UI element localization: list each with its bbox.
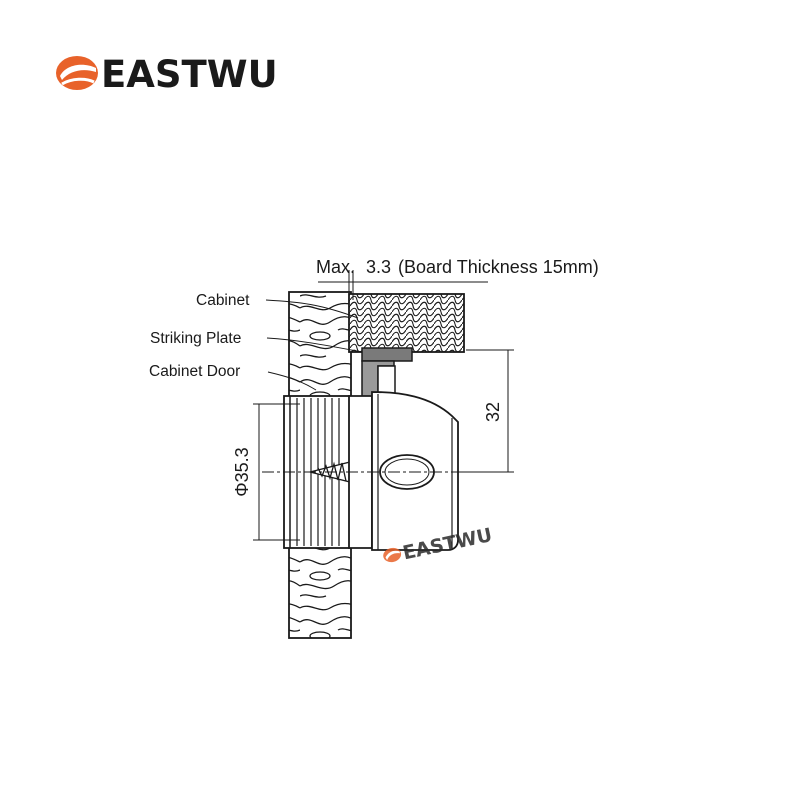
cabinet-board xyxy=(348,293,465,353)
dimension-board-note: (Board Thickness 15mm) xyxy=(398,257,599,277)
label-cabinet-door-text: Cabinet Door xyxy=(149,363,240,380)
dimension-diameter: Φ35.3 xyxy=(232,403,300,541)
brand-logo: EASTWU xyxy=(56,53,278,96)
dimension-max-value: 3.3 xyxy=(366,257,391,277)
dimension-max-prefix: Max. xyxy=(316,257,355,277)
dimension-top: Max. 3.3 (Board Thickness 15mm) xyxy=(316,257,599,300)
label-striking-plate-text: Striking Plate xyxy=(150,330,241,347)
brand-name: EASTWU xyxy=(101,53,278,96)
dimension-height-value: 32 xyxy=(483,402,503,422)
eastwu-watermark-icon xyxy=(383,547,402,563)
dimension-diameter-value: Φ35.3 xyxy=(232,447,252,496)
eastwu-logo-icon xyxy=(56,56,98,90)
label-cabinet-text: Cabinet xyxy=(196,292,250,309)
lock-head xyxy=(348,391,459,551)
label-cabinet-door: Cabinet Door xyxy=(149,363,317,391)
dimension-height: 32 xyxy=(460,349,514,473)
label-cabinet: Cabinet xyxy=(196,292,359,319)
label-striking-plate: Striking Plate xyxy=(150,330,363,353)
